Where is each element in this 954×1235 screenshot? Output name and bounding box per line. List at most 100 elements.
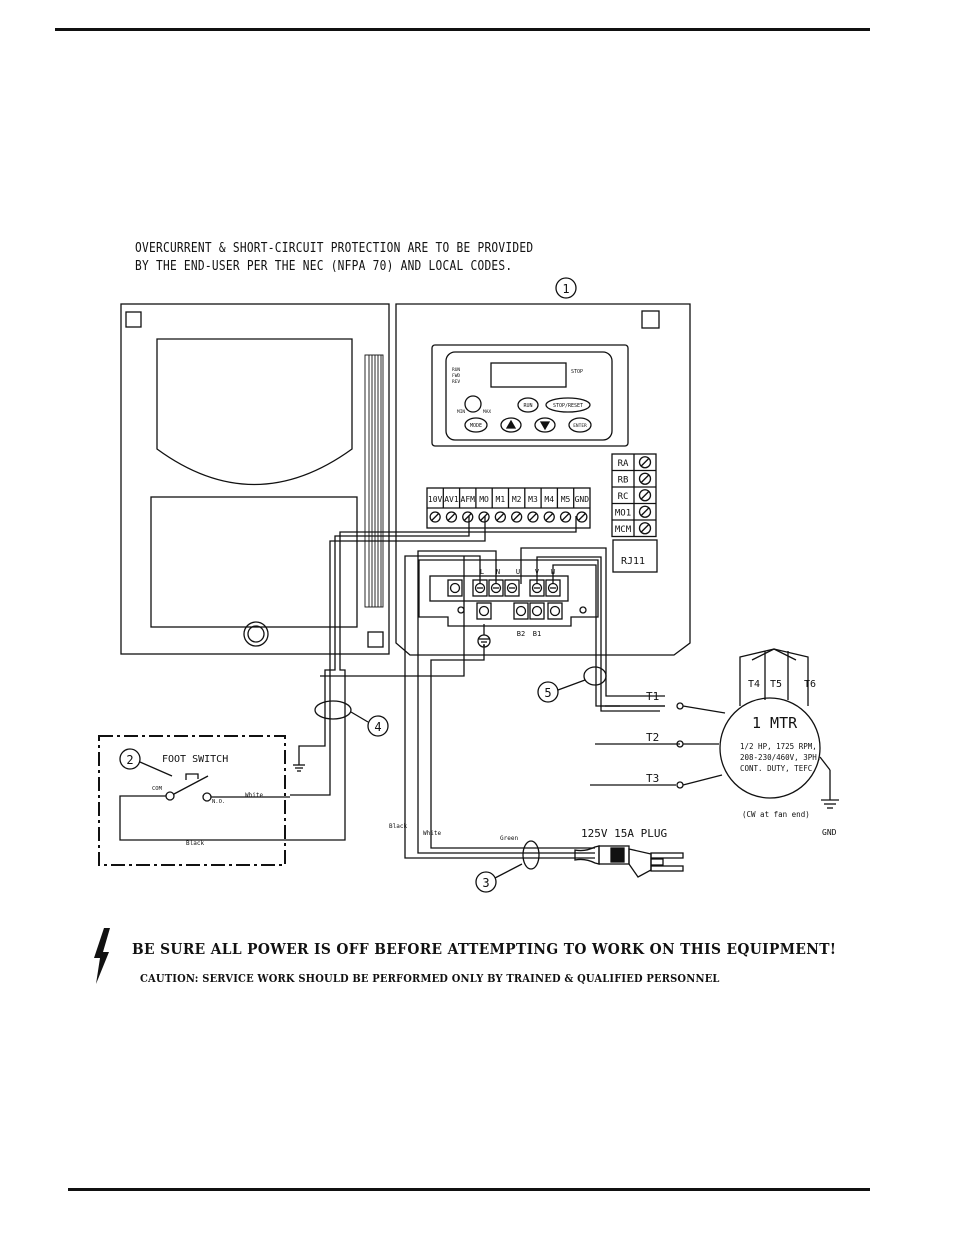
control-wiring: [285, 516, 577, 841]
callout-3-label: 3: [482, 876, 489, 890]
run-button-label: RUN: [523, 403, 532, 409]
control-terminal-gnd: GND: [575, 495, 590, 504]
wire-white-label: White: [423, 830, 441, 837]
brake-terminal-b1: [529, 602, 545, 620]
motor-lead-t4: T4: [748, 679, 760, 690]
keypad-run-indicator: RUN: [452, 367, 460, 373]
terminal-screw-icon: [638, 505, 652, 518]
motor-rotation-note: (CW at fan end): [742, 810, 810, 819]
control-terminal-m5: M5: [561, 495, 571, 504]
terminal-screw-icon: [511, 511, 523, 523]
keypad-fwd-indicator: FWD: [452, 373, 460, 379]
control-terminal-afm: AFM: [461, 495, 476, 504]
terminal-screw-icon: [527, 511, 539, 523]
motor-ground-label: GND: [822, 828, 837, 837]
wire-green-label: Green: [500, 835, 518, 842]
terminal-screw-icon: [638, 489, 652, 502]
power-terminal-label-u: U: [516, 568, 520, 576]
motor-lead-t6: T6: [804, 679, 816, 690]
cover-window: [156, 338, 353, 486]
power-plug: [574, 845, 684, 878]
terminal-screw-icon: [445, 511, 458, 523]
protection-note-line-2: BY THE END-USER PER THE NEC (NFPA 70) AN…: [135, 259, 513, 274]
brake-terminal-b2: [513, 602, 529, 620]
rj11-label: RJ11: [621, 556, 645, 567]
cable-4-marker: [314, 700, 352, 720]
callout-2: [119, 748, 141, 770]
protection-note-line-1: OVERCURRENT & SHORT-CIRCUIT PROTECTION A…: [135, 241, 534, 256]
rj11-port: [612, 539, 658, 573]
power-cord: [404, 550, 595, 859]
relay-terminal-rc: RC: [618, 492, 629, 502]
callout-5-label: 5: [544, 686, 551, 700]
terminal-screw-icon: [506, 582, 518, 594]
callout-2-label: 2: [126, 753, 133, 767]
control-terminal-m3: M3: [528, 495, 538, 504]
control-terminal-mo: MO: [479, 495, 489, 504]
terminal-screw-icon: [531, 605, 543, 617]
run-button[interactable]: [517, 397, 539, 413]
stop-reset-button[interactable]: [545, 397, 591, 413]
terminal-screw-icon: [429, 511, 441, 523]
callout-5: [537, 681, 559, 703]
terminal-screw-icon: [576, 511, 588, 523]
enter-button-label: ENTER: [573, 423, 587, 429]
terminal-screw-icon: [559, 511, 572, 523]
terminal-screw-icon: [638, 456, 652, 469]
control-terminal-m2: M2: [512, 495, 522, 504]
motor: [719, 648, 839, 809]
t3-lead-end: [676, 781, 684, 789]
down-arrow-icon: [539, 421, 551, 431]
keypad-face: [445, 351, 613, 441]
caution-note: CAUTION: SERVICE WORK SHOULD BE PERFORME…: [140, 972, 720, 985]
foot-switch-white-label: White: [245, 792, 263, 799]
cover-corner-br: [367, 631, 384, 648]
relay-terminal-rb: RB: [618, 476, 629, 486]
control-terminal-av1: AV1: [444, 495, 459, 504]
cover-screw: [243, 621, 269, 647]
foot-switch-title: FOOT SWITCH: [162, 754, 228, 765]
keypad-display: [490, 362, 567, 388]
power-block-hole-left: [457, 606, 465, 614]
foot-switch-enclosure: [98, 735, 286, 866]
down-button[interactable]: [534, 417, 556, 433]
foot-switch-com-label: COM: [152, 786, 163, 792]
top-rule: [55, 28, 870, 31]
mode-button[interactable]: [464, 417, 488, 433]
cable-5-marker: [583, 666, 607, 686]
terminal-screw-icon: [462, 511, 474, 523]
control-terminal-10v: 10V: [428, 495, 443, 504]
foot-switch-no-contact: [202, 792, 212, 802]
knob-min-label: MIN: [457, 409, 465, 415]
enter-button[interactable]: [568, 417, 592, 433]
bottom-rule: [68, 1188, 870, 1191]
mode-button-label: MODE: [470, 423, 482, 429]
control-terminal-m4: M4: [544, 495, 554, 504]
power-terminal-label-l: L: [480, 568, 484, 576]
foot-switch-black-label: Black: [186, 840, 204, 847]
control-terminal-m1: M1: [496, 495, 506, 504]
up-button[interactable]: [500, 417, 522, 433]
terminal-screw-icon: [494, 511, 507, 523]
callout-3: [475, 871, 497, 893]
cable-3-marker: [522, 840, 540, 870]
cover-label-area: [150, 496, 358, 628]
motor-title: 1 MTR: [752, 714, 798, 732]
keypad-rev-indicator: REV: [452, 379, 460, 385]
terminal-screw-icon: [478, 605, 490, 617]
plug-label: 125V 15A PLUG: [581, 827, 667, 840]
terminal-screw-icon: [478, 511, 490, 523]
cover-screw-inner: [247, 625, 265, 643]
callout-4: [367, 715, 389, 737]
power-off-warning: BE SURE ALL POWER IS OFF BEFORE ATTEMPTI…: [132, 940, 837, 958]
terminal-screw-icon: [515, 605, 527, 617]
callout-4-label: 4: [374, 720, 381, 734]
power-terminal-label-n: N: [496, 568, 500, 576]
motor-lead-t1: T1: [646, 690, 659, 703]
speed-knob[interactable]: [464, 395, 482, 413]
brake-terminal-label-b1: B1: [533, 630, 541, 638]
